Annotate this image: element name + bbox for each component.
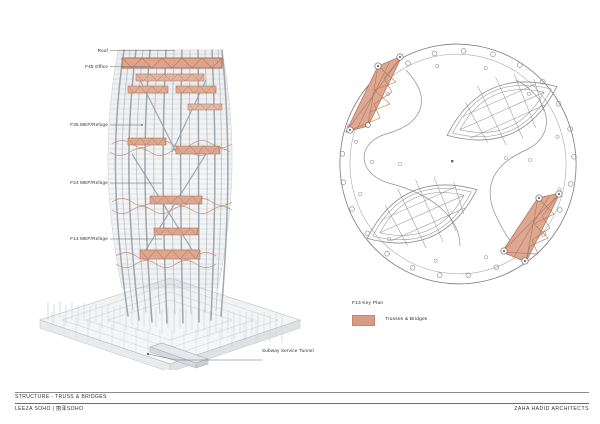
key-plan-figure — [330, 38, 590, 290]
annotation-label-f24: F24 MEP/Refuge — [70, 180, 108, 185]
truss-band-roof — [121, 57, 223, 82]
annotation-label-f35: F35 MEP/Refuge — [70, 122, 108, 127]
key-plan-legend: F13 Key Plan Trusses & Bridges — [352, 301, 512, 326]
subway-service-tunnel — [148, 342, 210, 369]
key-plan-drawing — [339, 43, 577, 285]
podium-base — [38, 277, 302, 370]
footer-sheet-title: STRUCTURE - TRUSS & BRIDGES — [15, 394, 107, 401]
annotation-leader-lines — [110, 50, 262, 361]
truss-band-f35 — [127, 137, 221, 155]
annotation-label-roof: Roof — [97, 47, 108, 53]
truss-band-f45 — [127, 85, 223, 111]
plan-outer-boundary — [339, 43, 577, 285]
plan-atrium-void-upper — [446, 73, 558, 146]
plan-truss-bridge-lower-right — [500, 190, 563, 265]
tower-elevation-drawing — [38, 49, 302, 370]
annotation-label-f13: F13 MEP/Refuge — [70, 236, 108, 241]
legend-label-trusses: Trusses & Bridges — [385, 316, 428, 322]
footer-project-name: LEEZA SOHO | 丽泽SOHO — [15, 405, 84, 412]
tower-elevation-figure — [0, 20, 350, 370]
slide-footer: STRUCTURE - TRUSS & BRIDGES LEEZA SOHO |… — [15, 392, 589, 412]
truss-band-f13 — [139, 227, 201, 260]
legend-row-trusses: Trusses & Bridges — [352, 314, 512, 326]
plan-curve-nodes — [369, 155, 533, 167]
plan-atrium-void-lower — [366, 176, 478, 249]
plan-center-marker — [451, 160, 454, 163]
annotation-label-f45: F45 Office — [85, 64, 108, 69]
plan-truss-bridge-upper-left — [345, 53, 404, 134]
annotation-label-subway: Subway Service Tunnel — [262, 347, 314, 353]
footer-office-name: ZAHA HADID ARCHITECTS — [514, 405, 589, 412]
legend-swatch-trusses — [352, 314, 375, 326]
footer-top-rule — [15, 392, 589, 394]
footer-bottom-row: LEEZA SOHO | 丽泽SOHO ZAHA HADID ARCHITECT… — [15, 402, 589, 412]
annotation-leader-dots — [141, 124, 150, 356]
truss-band-f24 — [149, 195, 203, 205]
plan-atrium-division-curve — [363, 69, 547, 259]
key-plan-title: F13 Key Plan — [352, 301, 384, 306]
